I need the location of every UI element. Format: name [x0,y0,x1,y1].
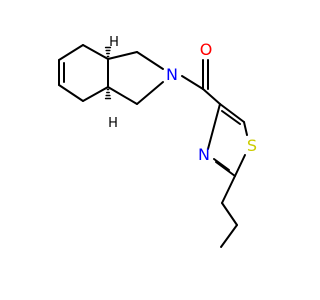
bond [82,44,109,60]
propyl-chain [220,175,238,248]
atom-label-s-thiazole: S [247,136,257,155]
bond [221,110,241,125]
bond [58,44,84,61]
bond [181,75,204,90]
atom-label-o-carbonyl: O [200,40,213,59]
bond [207,103,221,150]
bond [58,84,84,102]
bond [107,51,138,60]
atom-label-h-bottom: H [108,116,118,131]
bond [202,88,221,105]
atom-label-n-thiazole: N [198,145,210,164]
bond [136,81,164,105]
bond [221,202,238,226]
bond [213,158,230,171]
atom-label-h-top: H [109,35,119,50]
pyrrolidine-ring [107,51,164,105]
bond [243,121,248,136]
stereo-hash-top [104,46,112,58]
stereo-hash-bottom [104,88,112,100]
carbonyl-group [181,59,221,105]
atom-label-n-ring: N [166,65,178,84]
bond [136,51,164,70]
cyclohexene-ring [58,44,109,102]
bond [219,103,245,123]
bond [220,224,238,248]
bond [234,154,246,177]
bond [221,175,236,204]
bond [107,86,138,105]
bond [82,86,109,102]
thiazole-ring [207,103,248,177]
molecule-structure: N O N S H H [58,35,257,248]
bond [215,161,236,177]
